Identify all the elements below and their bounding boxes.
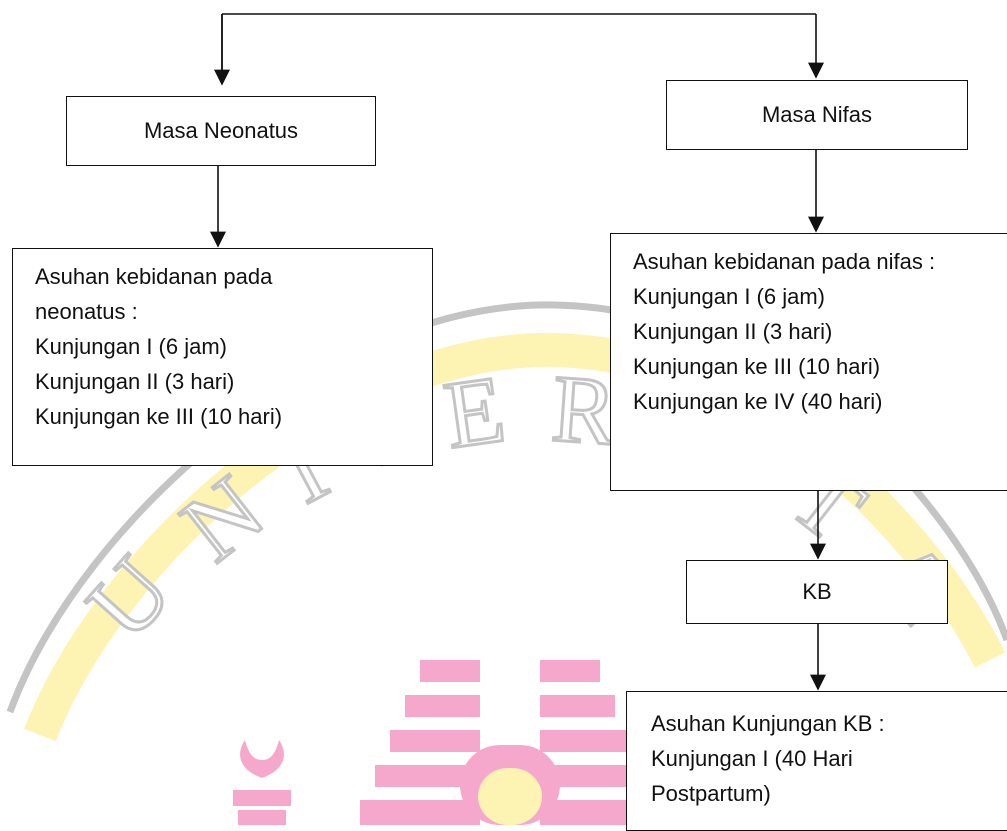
node-kb-label: KB xyxy=(802,579,832,604)
node-asuhan-nifas-line: Kunjungan ke III (10 hari) xyxy=(633,354,881,379)
node-asuhan-nifas-line: Kunjungan I (6 jam) xyxy=(633,284,825,309)
watermark-arch-inner xyxy=(24,332,1006,742)
node-asuhan-nifas-line: Kunjungan ke IV (40 hari) xyxy=(633,389,883,414)
node-masa-nifas: Masa Nifas xyxy=(666,80,968,150)
node-asuhan-neonatus-line: Kunjungan ke III (10 hari) xyxy=(35,404,283,429)
node-asuhan-neonatus-line: Asuhan kebidanan pada neonatus : xyxy=(35,264,273,324)
node-asuhan-nifas: Asuhan kebidanan pada nifas : Kunjungan … xyxy=(610,233,1007,491)
watermark-emblem xyxy=(233,660,660,825)
node-asuhan-nifas-line: Kunjungan II (3 hari) xyxy=(633,319,833,344)
node-asuhan-kb: Asuhan Kunjungan KB : Kunjungan I (40 Ha… xyxy=(626,691,1007,831)
node-asuhan-kb-line: Kunjungan I (40 Hari Postpartum) xyxy=(651,746,853,806)
node-asuhan-kb-line: Asuhan Kunjungan KB : xyxy=(651,711,885,736)
node-asuhan-neonatus-line: Kunjungan I (6 jam) xyxy=(35,334,227,359)
node-asuhan-neonatus: Asuhan kebidanan pada neonatus : Kunjung… xyxy=(12,248,433,466)
watermark-letter: R xyxy=(549,354,620,465)
watermark-letter: E xyxy=(438,355,511,469)
node-asuhan-nifas-line: Asuhan kebidanan pada nifas : xyxy=(633,249,936,274)
node-masa-nifas-label: Masa Nifas xyxy=(761,102,873,127)
node-asuhan-neonatus-line: Kunjungan II (3 hari) xyxy=(35,369,235,394)
node-masa-neonatus: Masa Neonatus xyxy=(66,96,376,166)
watermark-arch-outer xyxy=(6,301,1007,714)
node-kb: KB xyxy=(686,560,948,624)
node-masa-neonatus-label: Masa Neonatus xyxy=(143,118,299,143)
